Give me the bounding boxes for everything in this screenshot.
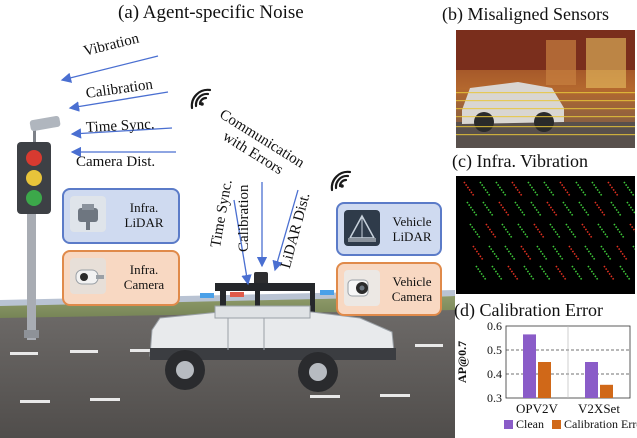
legend-swatch bbox=[504, 420, 513, 429]
y-tick-label: 0.6 bbox=[487, 320, 502, 333]
time-sync-label: Time Sync. bbox=[85, 116, 155, 136]
camera-dist-label: Camera Dist. bbox=[76, 154, 156, 170]
infra-camera-box: Infra. Camera bbox=[62, 250, 180, 306]
vehicle-camera-label: Vehicle Camera bbox=[391, 274, 433, 304]
traffic-light bbox=[17, 115, 61, 340]
bar-calibration-error bbox=[600, 384, 613, 398]
wifi-signal-icon bbox=[190, 88, 212, 110]
vehicle-calibration-label: Calibration bbox=[236, 184, 252, 253]
vehicle bbox=[149, 272, 396, 392]
panel-a-title: (a) Agent-specific Noise bbox=[118, 2, 304, 23]
bar-clean bbox=[585, 362, 598, 398]
panel-b-title: (b) Misaligned Sensors bbox=[442, 4, 609, 24]
y-tick-label: 0.4 bbox=[487, 367, 502, 381]
x-tick-label: V2XSet bbox=[578, 401, 620, 416]
infra-lidar-label: Infra. LiDAR bbox=[124, 200, 164, 230]
legend-label: Clean bbox=[516, 417, 544, 431]
vehicle-camera-box: Vehicle Camera bbox=[336, 262, 442, 316]
vehicle-lidar-thumbnail bbox=[344, 210, 380, 246]
scene-illustration bbox=[0, 55, 455, 438]
panel-c-title: (c) Infra. Vibration bbox=[452, 151, 589, 171]
y-axis-label: AP@0.7 bbox=[455, 341, 469, 383]
y-tick-label: 0.3 bbox=[487, 391, 502, 405]
legend-swatch bbox=[552, 420, 561, 429]
y-tick-label: 0.5 bbox=[487, 343, 502, 357]
infra-lidar-thumbnail bbox=[70, 196, 106, 232]
vehicle-camera-thumbnail bbox=[344, 270, 380, 306]
legend-label: Calibration Error bbox=[564, 417, 637, 431]
vehicle-lidar-label: Vehicle LiDAR bbox=[392, 214, 432, 244]
infra-lidar-box: Infra. LiDAR bbox=[62, 188, 180, 244]
noise-arrows bbox=[60, 55, 299, 286]
infra-camera-thumbnail bbox=[70, 258, 106, 294]
vehicle-lidar-box: Vehicle LiDAR bbox=[336, 202, 442, 256]
misaligned-sensors-image bbox=[456, 30, 635, 148]
bar-calibration-error bbox=[538, 362, 551, 398]
panel-d-title: (d) Calibration Error bbox=[454, 300, 603, 320]
infra-camera-label: Infra. Camera bbox=[123, 262, 165, 292]
infra-vibration-pointcloud bbox=[456, 176, 635, 294]
x-tick-label: OPV2V bbox=[516, 401, 559, 416]
bar-clean bbox=[523, 334, 536, 398]
wifi-signal-icon bbox=[330, 170, 352, 192]
